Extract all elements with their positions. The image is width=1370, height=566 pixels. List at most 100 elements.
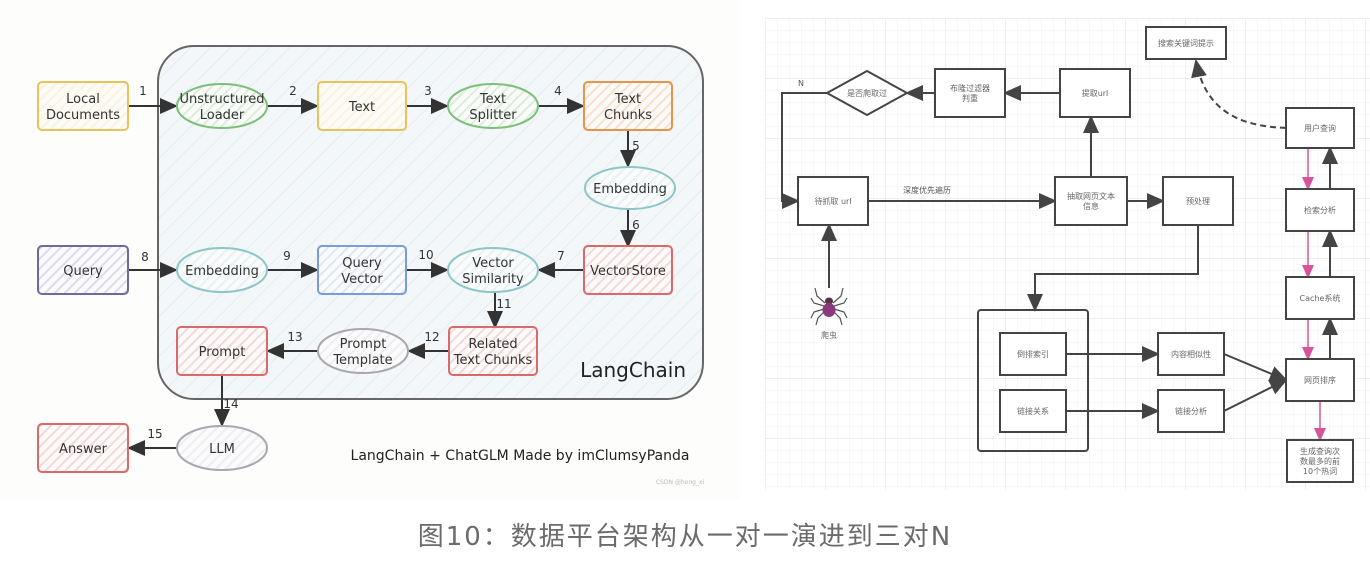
node-label: Chunks (604, 108, 652, 123)
node-box (317, 81, 407, 131)
node-label: Prompt (340, 337, 387, 352)
node-label: 链接分析 (1175, 406, 1207, 416)
node-search-hint: 搜索关键词提示 (1145, 26, 1227, 60)
node-llm: LLM (176, 425, 268, 471)
node-label: 待抓取 url (814, 196, 851, 206)
edge-step-number: 13 (287, 330, 302, 344)
node-label: 生成查询次 (1300, 446, 1340, 456)
node-box (448, 326, 538, 376)
node-box (1285, 188, 1355, 232)
node-content-similarity: 内容相似性 (1157, 332, 1225, 376)
node-box (999, 389, 1067, 433)
node-user-query: 用户查询 (1285, 107, 1355, 149)
edge-step-number: 8 (141, 250, 149, 264)
node-cache-system: Cache系统 (1285, 276, 1355, 320)
node-box (1286, 439, 1354, 483)
node-embedding-mid: Embedding (176, 247, 268, 293)
node-label: 链接关系 (1017, 406, 1049, 416)
edge-step-number: 4 (554, 84, 562, 98)
edge-text-splitter-to-text-chunks: 4 (538, 84, 585, 114)
node-box (317, 245, 407, 295)
node-ellipse (447, 83, 539, 129)
node-label: Vector (472, 256, 514, 271)
node-label: LLM (209, 442, 235, 457)
edge-vectorstore-to-vector-similarity: 7 (537, 249, 584, 278)
node-label: 预处理 (1186, 196, 1210, 206)
node-label: 网页排序 (1304, 375, 1336, 385)
edge-step-number: 15 (147, 427, 162, 441)
node-box (999, 332, 1067, 376)
branch-label-n: N (798, 79, 804, 88)
node-label: Prompt (199, 345, 246, 360)
decision-diamond (824, 69, 910, 117)
node-box (1285, 358, 1355, 402)
node-label: Cache系统 (1300, 293, 1341, 303)
node-label: Vector (341, 272, 383, 287)
node-label: 判重 (962, 93, 978, 103)
node-label: VectorStore (590, 264, 666, 279)
edge-step-number: 2 (289, 84, 297, 98)
edge-step-number: 12 (424, 330, 439, 344)
node-label: Text (614, 92, 641, 107)
node-link-relation: 链接关系 (999, 389, 1067, 433)
node-label: Documents (46, 108, 120, 123)
node-box (583, 81, 673, 131)
spider-label: 爬虫 (821, 330, 837, 340)
edge-user-query-to-search-hint (1191, 59, 1287, 129)
node-label: 内容相似性 (1171, 349, 1211, 359)
node-preprocess: 预处理 (1162, 176, 1234, 226)
node-search-analysis: 检索分析 (1285, 188, 1355, 232)
langchain-container-label: LangChain (580, 358, 686, 382)
node-label: 倒排索引 (1017, 349, 1049, 359)
node-label: Loader (200, 108, 245, 123)
node-label: 信息 (1083, 201, 1099, 211)
node-inverted-index: 倒排索引 (999, 332, 1067, 376)
edge-text-chunks-to-embedding-top: 5 (620, 130, 640, 168)
node-box (1285, 107, 1355, 149)
node-label: 用户查询 (1304, 123, 1336, 133)
edge-prompt-template-to-prompt: 13 (266, 330, 318, 359)
node-label: 数最多的前 (1300, 456, 1340, 466)
node-label: 是否爬取过 (847, 88, 887, 98)
node-prompt: Prompt (176, 326, 268, 376)
edge-embedding-top-to-vectorstore: 6 (620, 209, 640, 248)
edge-link-analysis-to-page-ranking (1223, 379, 1288, 412)
edge-step-number: 10 (418, 248, 433, 262)
edge-content-similarity-to-page-ranking (1223, 353, 1288, 382)
node-pending-url: 待抓取 url (797, 176, 869, 226)
edge-crawled-check-n-to-pending-url (781, 92, 827, 209)
edge-vector-similarity-to-related-chunks: 11 (487, 292, 512, 329)
edge-unstructured-loader-to-text: 2 (267, 84, 319, 114)
node-box (583, 245, 673, 295)
edge-step-number: 6 (632, 218, 640, 232)
node-ellipse (176, 425, 268, 471)
edge-step-number: 9 (283, 249, 291, 263)
watermark: CSDN @hong_xi (656, 479, 705, 486)
node-label: 抽取网页文本 (1067, 191, 1115, 201)
node-box (934, 68, 1006, 118)
node-label: 提取url (1082, 88, 1109, 98)
node-label: Related (468, 337, 517, 352)
node-label: 搜索关键词提示 (1158, 38, 1214, 48)
node-box (176, 326, 268, 376)
node-box (1059, 68, 1131, 118)
node-label: Similarity (462, 272, 524, 287)
node-answer: Answer (37, 423, 129, 473)
edge-step-number: 14 (223, 397, 238, 411)
node-box (797, 176, 869, 226)
edge-related-chunks-to-prompt-template: 12 (407, 330, 449, 359)
node-label: 10个热词 (1303, 466, 1337, 476)
node-label: 布隆过滤器 (950, 83, 990, 93)
node-box (1157, 332, 1225, 376)
edge-text-to-text-splitter: 3 (406, 84, 449, 114)
node-label: Text Chunks (453, 353, 533, 368)
figure-caption: 图10：数据平台架构从一对一演进到三对N (417, 522, 953, 552)
